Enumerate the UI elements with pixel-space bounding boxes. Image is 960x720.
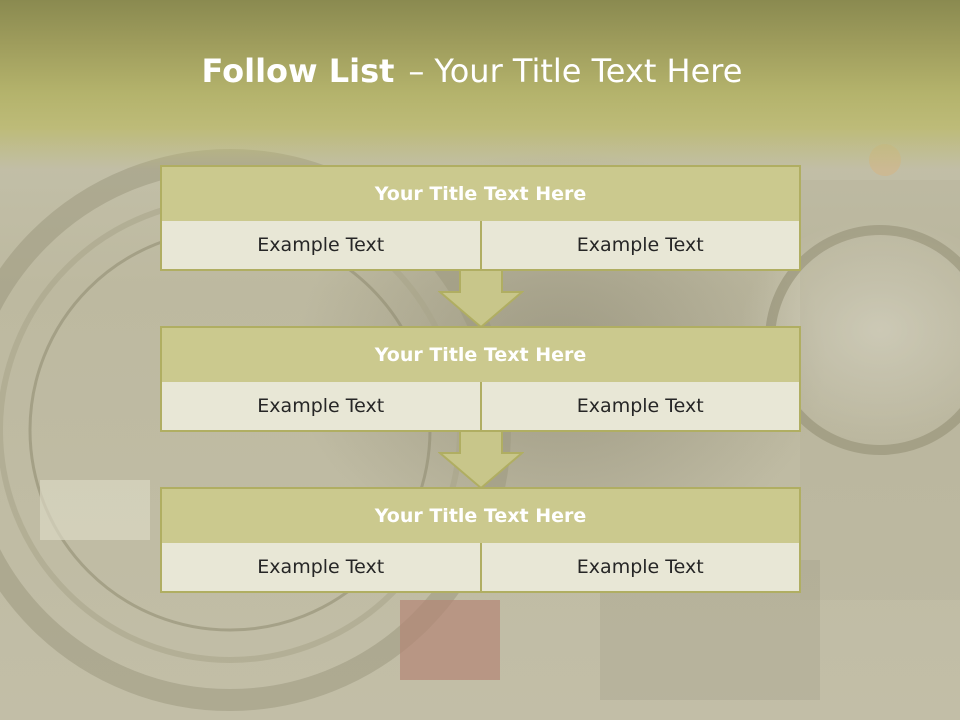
title-band — [0, 0, 960, 170]
list-block-2: Your Title Text Here Example Text Exampl… — [160, 326, 801, 432]
down-arrow-icon — [438, 270, 524, 328]
down-arrow-icon — [438, 431, 524, 489]
block-row: Example Text Example Text — [160, 221, 801, 271]
block-cell-left: Example Text — [160, 543, 482, 593]
block-cell-right: Example Text — [481, 543, 801, 593]
title-rest: Your Title Text Here — [434, 52, 743, 90]
block-row: Example Text Example Text — [160, 382, 801, 432]
block-cell-left: Example Text — [160, 221, 482, 271]
list-block-3: Your Title Text Here Example Text Exampl… — [160, 487, 801, 593]
block-cell-right: Example Text — [481, 221, 801, 271]
block-cell-left: Example Text — [160, 382, 482, 432]
title-dash: – — [408, 52, 425, 90]
block-row: Example Text Example Text — [160, 543, 801, 593]
block-heading: Your Title Text Here — [160, 487, 801, 545]
list-block-1: Your Title Text Here Example Text Exampl… — [160, 165, 801, 271]
block-cell-right: Example Text — [481, 382, 801, 432]
block-heading: Your Title Text Here — [160, 165, 801, 223]
title-bold-part: Follow List — [201, 52, 395, 90]
block-heading: Your Title Text Here — [160, 326, 801, 384]
slide-title: Follow List–Your Title Text Here — [0, 52, 944, 90]
